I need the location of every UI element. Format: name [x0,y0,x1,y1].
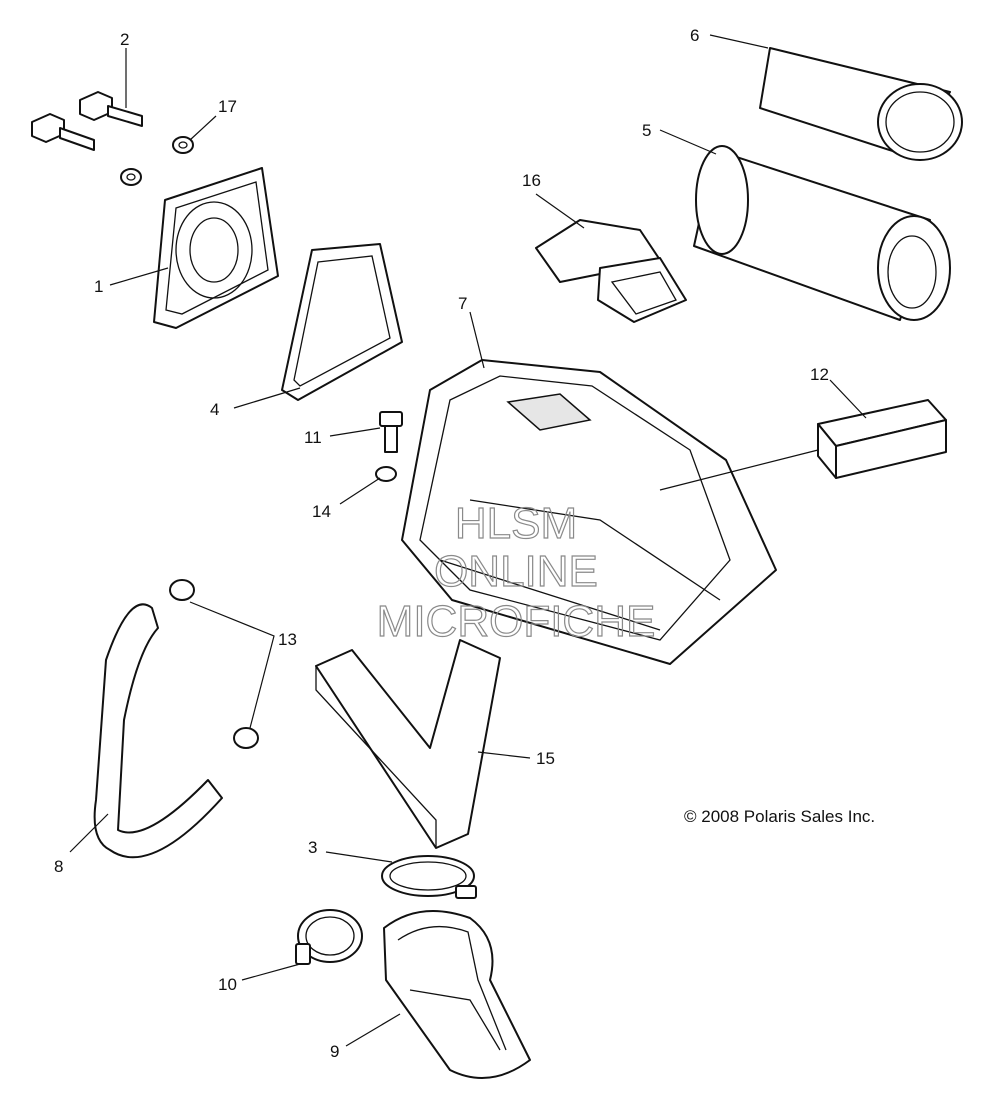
callout-16: 16 [522,171,541,190]
part-13-clamp-upper[interactable] [169,579,195,601]
part-15-foam-chevron[interactable] [315,639,501,849]
callout-labels: 1 2 3 4 5 6 7 8 9 10 11 12 13 14 15 16 1… [54,26,829,1061]
part-14-washer[interactable] [375,466,397,482]
part-2-knob-screws[interactable] [31,91,143,151]
watermark-line-1: HLSM [455,499,577,548]
callout-11: 11 [304,428,322,447]
part-3-hose-clamp[interactable] [381,855,477,899]
part-10-hose-clamp[interactable] [295,909,363,965]
part-9-intake-boot[interactable] [383,909,531,1079]
callout-3: 3 [308,838,317,857]
callout-leaders [69,34,867,1047]
callout-6: 6 [690,26,699,45]
callout-7: 7 [458,294,467,313]
callout-13: 13 [278,630,297,649]
part-5-air-filter[interactable] [693,145,951,321]
callout-17: 17 [218,97,237,116]
callout-10: 10 [218,975,237,994]
callout-4: 4 [210,400,219,419]
callout-1: 1 [94,277,103,296]
watermark-line-2: ONLINE [434,547,598,596]
part-11-bolt[interactable] [379,411,403,453]
copyright-text: © 2008 Polaris Sales Inc. [684,807,875,826]
callout-14: 14 [312,502,331,521]
part-4-gasket[interactable] [281,243,403,401]
callout-12: 12 [810,365,829,384]
callout-8: 8 [54,857,63,876]
callout-5: 5 [642,121,651,140]
callout-15: 15 [536,749,555,768]
watermark-line-3: MICROFICHE [377,597,656,646]
callout-2: 2 [120,30,129,49]
part-7-airbox-housing[interactable] [401,359,777,665]
callout-9: 9 [330,1042,339,1061]
part-13-clamp-lower[interactable] [233,727,259,749]
part-12-foam-block[interactable] [817,399,947,479]
part-6-filter-sleeve[interactable] [759,47,963,161]
part-16-duct[interactable] [535,219,687,323]
part-8-hose[interactable] [93,603,223,859]
washer-icon [120,168,142,186]
part-17-washer[interactable] [172,136,194,154]
watermark: HLSM ONLINE MICROFICHE [376,498,656,646]
part-1-intake-cover[interactable] [153,167,279,329]
